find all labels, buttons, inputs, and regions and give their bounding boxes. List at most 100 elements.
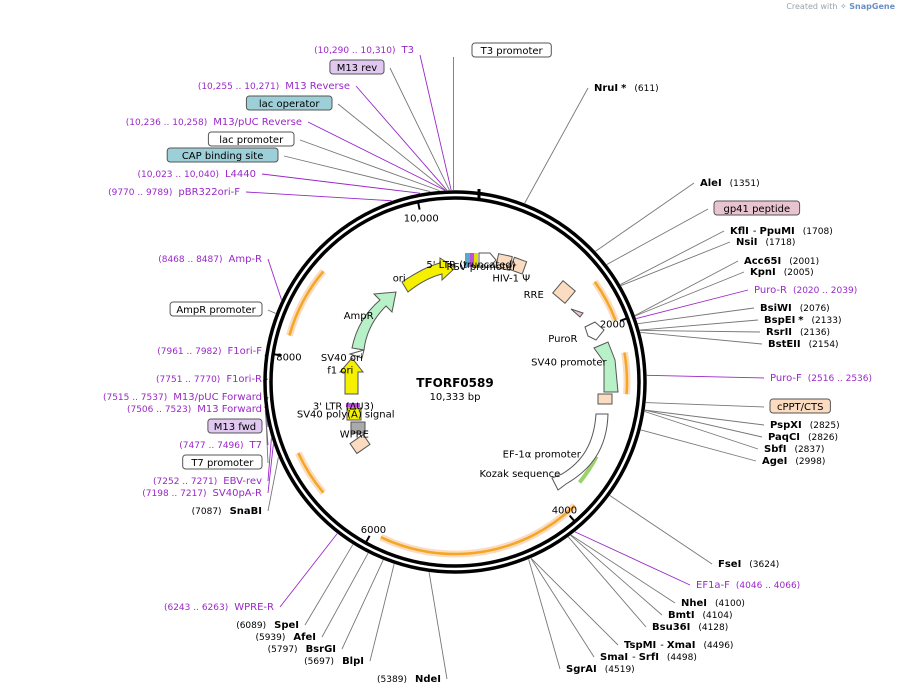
site-star: * xyxy=(621,83,627,94)
primer-name: WPRE-R xyxy=(234,602,274,613)
right-leader-12 xyxy=(646,374,765,379)
backbone-outer-circle xyxy=(263,190,647,574)
left-label-22[interactable]: (6243 .. 6263)WPRE-R xyxy=(164,602,274,613)
right-label-16[interactable]: SbfI(2837) xyxy=(764,444,824,455)
right-label-3[interactable]: KflI-PpuMI(1708) xyxy=(730,226,833,237)
right-label-20[interactable]: NheI(4100) xyxy=(681,598,745,609)
site-name: NsiI xyxy=(736,237,757,248)
left-label-16[interactable]: M13 fwd xyxy=(207,418,263,434)
left-primer-12: (7961 .. 7982)F1ori-F xyxy=(157,346,262,357)
left-label-27[interactable]: (5389)NdeI xyxy=(377,674,441,685)
right-label-6[interactable]: KpnI(2005) xyxy=(750,267,814,278)
left-label-10[interactable]: (8468 .. 8487)Amp-R xyxy=(158,254,262,265)
right-label-22[interactable]: Bsu36I(4128) xyxy=(652,622,728,633)
left-label-17[interactable]: (7477 .. 7496)T7 xyxy=(179,440,262,451)
left-label-18[interactable]: T7 promoter xyxy=(182,454,263,470)
right-label-21[interactable]: BmtI(4104) xyxy=(668,610,732,621)
right-box-text-2: gp41 peptide xyxy=(723,204,790,215)
right-label-1[interactable]: AleI(1351) xyxy=(700,178,760,189)
site-name: BlpI xyxy=(342,656,364,667)
right-label-14[interactable]: PspXI(2825) xyxy=(770,420,840,431)
right-label-4[interactable]: NsiI(1718) xyxy=(736,237,795,248)
left-leader-19 xyxy=(267,438,272,482)
right-label-7[interactable]: Puro-R(2020 .. 2039) xyxy=(754,285,857,296)
inner-feature-label-0: RSV promoter xyxy=(446,262,517,273)
site-name: RsrII xyxy=(766,327,792,338)
right-label-19[interactable]: EF1a-F(4046 .. 4066) xyxy=(696,580,800,591)
primer-name: T7 xyxy=(249,440,262,451)
right-label-13[interactable]: cPPT/CTS xyxy=(769,398,831,414)
feature-arc-stroke-4 xyxy=(288,270,325,336)
right-label-2[interactable]: gp41 peptide xyxy=(713,200,801,216)
left-label-25[interactable]: (5797)BsrGI xyxy=(268,644,336,655)
right-primer-12: Puro-F(2516 .. 2536) xyxy=(770,373,872,384)
left-box-text-7: CAP binding site xyxy=(182,151,264,162)
right-label-11[interactable]: BstEII(2154) xyxy=(768,339,839,350)
left-primer-15: (7506 .. 7523)M13 Forward xyxy=(127,404,262,415)
right-label-24[interactable]: SmaI-SrfI(4498) xyxy=(600,652,697,663)
left-box-16 xyxy=(207,418,263,434)
right-label-15[interactable]: PaqCI(2826) xyxy=(768,432,838,443)
left-label-9[interactable]: (9770 .. 9789)pBR322ori-F xyxy=(108,187,240,198)
sv40-ori-mark xyxy=(348,349,365,359)
site-name: KpnI xyxy=(750,267,776,278)
right-label-9[interactable]: BspEI*(2133) xyxy=(764,315,841,326)
left-label-23[interactable]: (6089)SpeI xyxy=(236,620,299,631)
rsv-block-1 xyxy=(465,253,470,267)
right-label-0[interactable]: NruI*(611) xyxy=(594,83,659,94)
left-label-2[interactable]: M13 rev xyxy=(329,59,385,75)
primer-pos: (7961 .. 7982) xyxy=(157,347,221,357)
left-label-4[interactable]: lac operator xyxy=(245,95,333,111)
left-label-24[interactable]: (5939)AfeI xyxy=(255,632,316,643)
primer-pos: (2516 .. 2536) xyxy=(808,374,872,384)
left-label-1[interactable]: (10,290 .. 10,310)T3 xyxy=(314,45,414,56)
right-site-6: KpnI(2005) xyxy=(750,267,814,278)
right-site-5: Acc65I(2001) xyxy=(744,256,819,267)
inner-feature-label-8: WPRE xyxy=(340,430,369,441)
right-label-23[interactable]: TspMI-XmaI(4496) xyxy=(624,640,733,651)
right-label-8[interactable]: BsiWI(2076) xyxy=(760,303,830,314)
left-label-5[interactable]: (10,236 .. 10,258)M13/pUC Reverse xyxy=(126,117,302,128)
left-label-19[interactable]: (7252 .. 7271)EBV-rev xyxy=(153,476,262,487)
right-box-text-13: cPPT/CTS xyxy=(777,402,823,413)
right-site-11: BstEII(2154) xyxy=(768,339,839,350)
left-label-11[interactable]: AmpR promoter xyxy=(169,301,263,317)
right-label-10[interactable]: RsrII(2136) xyxy=(766,327,830,338)
left-box-11 xyxy=(169,301,263,317)
right-label-12[interactable]: Puro-F(2516 .. 2536) xyxy=(770,373,872,384)
left-label-15[interactable]: (7506 .. 7523)M13 Forward xyxy=(127,404,262,415)
feature-arc-stroke-3 xyxy=(297,452,325,494)
f1-ori-arrow xyxy=(338,357,365,395)
feature-arc-stroke-0 xyxy=(593,281,617,321)
left-label-14[interactable]: (7515 .. 7537)M13/pUC Forward xyxy=(103,392,262,403)
left-label-8[interactable]: (10,023 .. 10,040)L4440 xyxy=(138,169,256,180)
site-name: SgrAI xyxy=(566,664,597,675)
right-label-18[interactable]: FseI(3624) xyxy=(718,559,779,570)
site-dash: - xyxy=(632,652,636,663)
left-leader-7 xyxy=(283,155,431,193)
plasmid-backbone xyxy=(263,190,647,574)
right-label-17[interactable]: AgeI(2998) xyxy=(762,456,825,467)
left-label-20[interactable]: (7198 .. 7217)SV40pA-R xyxy=(142,488,262,499)
left-label-26[interactable]: (5697)BlpI xyxy=(304,656,364,667)
wpre-block xyxy=(349,433,371,455)
right-label-5[interactable]: Acc65I(2001) xyxy=(744,256,819,267)
left-label-7[interactable]: CAP binding site xyxy=(166,147,279,163)
left-box-text-4: lac operator xyxy=(259,99,320,110)
right-label-25[interactable]: SgrAI(4519) xyxy=(566,664,635,675)
left-label-12[interactable]: (7961 .. 7982)F1ori-F xyxy=(157,346,262,357)
left-label-13[interactable]: (7751 .. 7770)F1ori-R xyxy=(156,374,262,385)
left-site-21: (7087)SnaBI xyxy=(192,506,262,517)
primer-name: M13 Forward xyxy=(197,404,262,415)
right-leader-6 xyxy=(635,271,745,317)
right-leader-25 xyxy=(528,559,561,670)
left-label-0[interactable]: T3 promoter xyxy=(471,42,552,58)
primer-name: Amp-R xyxy=(229,254,263,265)
right-leader-21 xyxy=(570,534,663,616)
left-label-3[interactable]: (10,255 .. 10,271)M13 Reverse xyxy=(198,81,350,92)
right-site-3: KflI-PpuMI(1708) xyxy=(730,226,833,237)
site-pair-name: SrfI xyxy=(639,652,659,663)
left-label-6[interactable]: lac promoter xyxy=(207,131,295,147)
primer-pos: (10,023 .. 10,040) xyxy=(138,170,219,180)
left-label-21[interactable]: (7087)SnaBI xyxy=(192,506,262,517)
